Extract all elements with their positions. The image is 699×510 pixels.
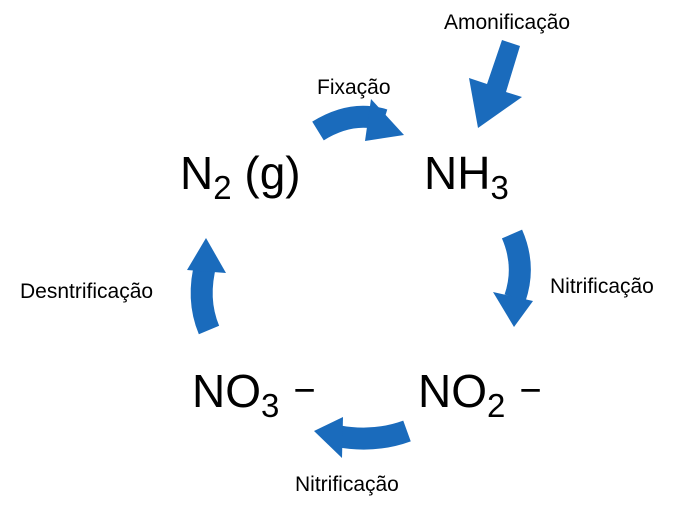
no2-symbol: NO — [418, 365, 487, 417]
no2-charge: − — [519, 370, 542, 412]
no3-subscript: 3 — [261, 387, 280, 424]
arrow-amonificacao — [469, 40, 522, 128]
n2-symbol: N — [180, 147, 214, 199]
label-desnitrificacao: Desntrificação — [20, 280, 154, 303]
arrow-desnitrificacao — [187, 238, 226, 335]
no3-charge: − — [293, 370, 316, 412]
no3-symbol: NO — [192, 365, 261, 417]
label-fixacao: Fixação — [317, 76, 391, 99]
species-no2: NO2− — [418, 365, 542, 422]
species-n2: N2 (g) — [180, 147, 301, 204]
arrow-nitrificacao-right — [493, 229, 533, 327]
arrow-nitrificacao-bottom — [314, 417, 411, 458]
arrow-fixacao — [312, 99, 404, 141]
nh3-symbol: NH — [424, 147, 491, 199]
nh3-subscript: 3 — [490, 169, 509, 206]
label-nitrificacao-bottom: Nitrificação — [295, 473, 399, 496]
species-nh3: NH3 — [424, 147, 509, 204]
n2-subscript: 2 — [213, 169, 232, 206]
label-nitrificacao-right: Nitrificação — [550, 275, 654, 298]
n2-state: (g) — [231, 147, 301, 199]
species-no3: NO3− — [192, 365, 316, 422]
no2-subscript: 2 — [487, 387, 506, 424]
label-amonificacao: Amonificação — [444, 11, 571, 34]
